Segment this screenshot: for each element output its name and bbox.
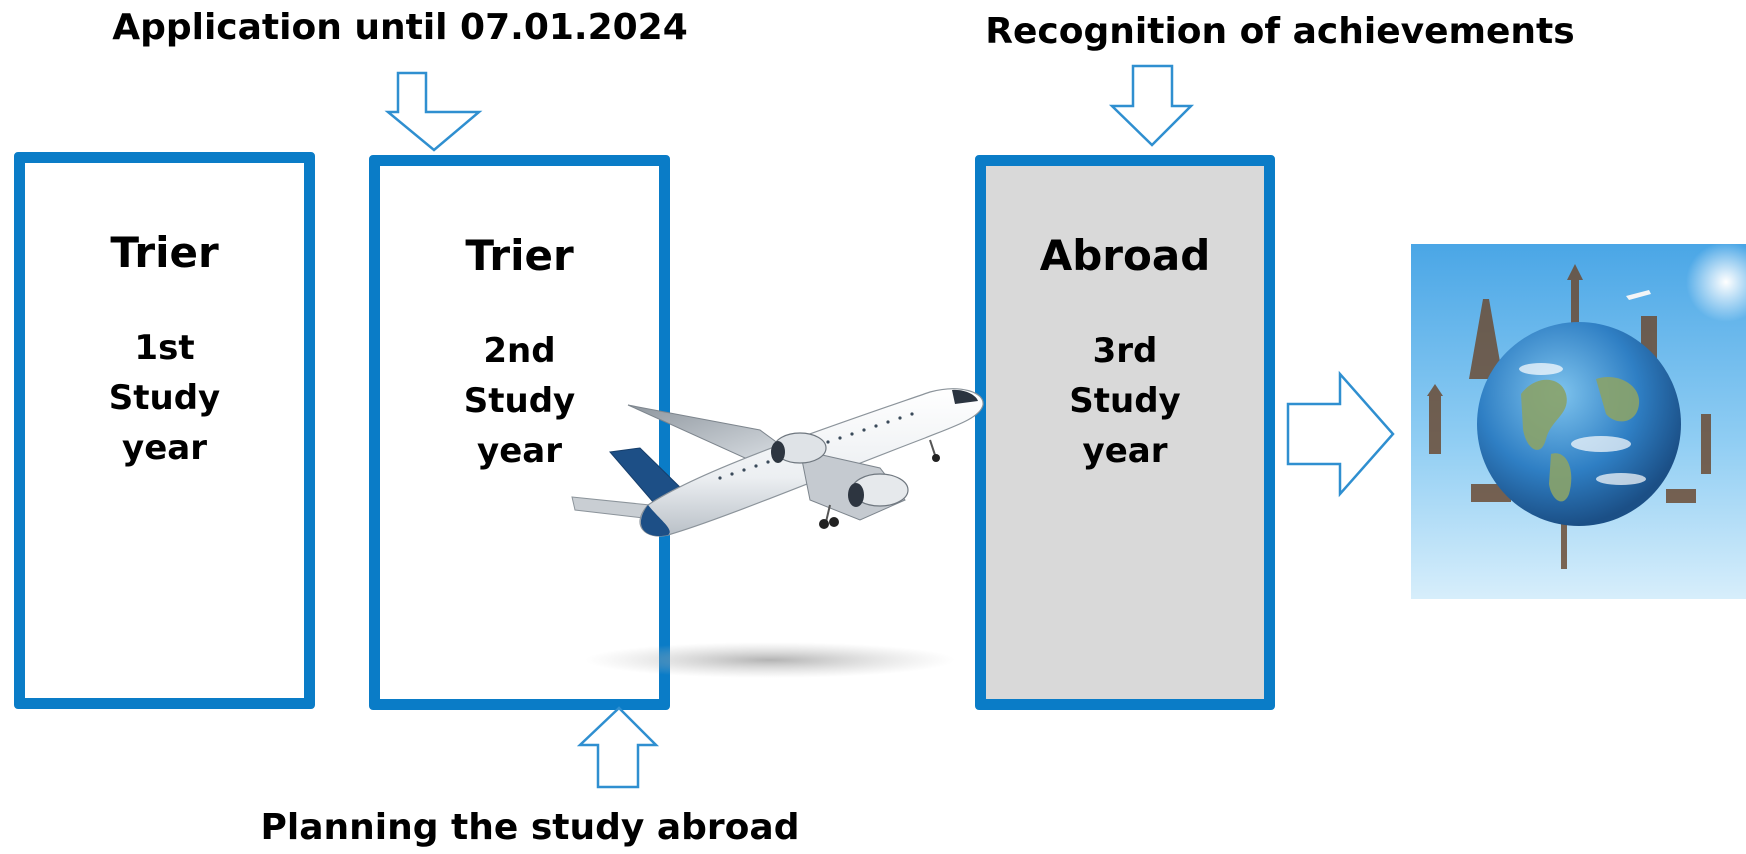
year-1-ordinal: 1st	[134, 328, 195, 368]
down-arrow-application-icon	[384, 71, 483, 152]
globe-landmarks-image	[1411, 244, 1746, 599]
year-1-label: 1st Study year	[25, 323, 304, 473]
year-3-label: 3rd Study year	[986, 326, 1264, 476]
year-2-study: Study	[463, 381, 576, 421]
recognition-label: Recognition of achievements	[985, 11, 1575, 52]
year-3-study: Study	[1069, 381, 1181, 421]
down-arrow-recognition-icon	[1108, 64, 1195, 147]
up-arrow-planning-icon	[576, 706, 660, 789]
year-3-ordinal: 3rd	[1092, 331, 1158, 371]
year-2-year: year	[477, 431, 562, 471]
planning-label: Planning the study abroad	[260, 807, 800, 848]
application-deadline-label: Application until 07.01.2024	[112, 7, 688, 48]
year-3-location: Abroad	[1039, 231, 1211, 280]
year-1-location: Trier	[110, 228, 219, 277]
year-1-box: Trier 1st Study year	[14, 152, 315, 709]
year-2-label: 2nd Study year	[380, 326, 659, 476]
year-2-ordinal: 2nd	[483, 331, 556, 371]
year-3-year: year	[1082, 431, 1168, 471]
right-arrow-icon	[1286, 370, 1395, 498]
year-3-box: Abroad 3rd Study year	[975, 155, 1275, 710]
year-2-box: Trier 2nd Study year	[369, 155, 670, 710]
year-1-year: year	[122, 428, 207, 468]
year-1-study: Study	[108, 378, 221, 418]
year-2-location: Trier	[465, 231, 574, 280]
